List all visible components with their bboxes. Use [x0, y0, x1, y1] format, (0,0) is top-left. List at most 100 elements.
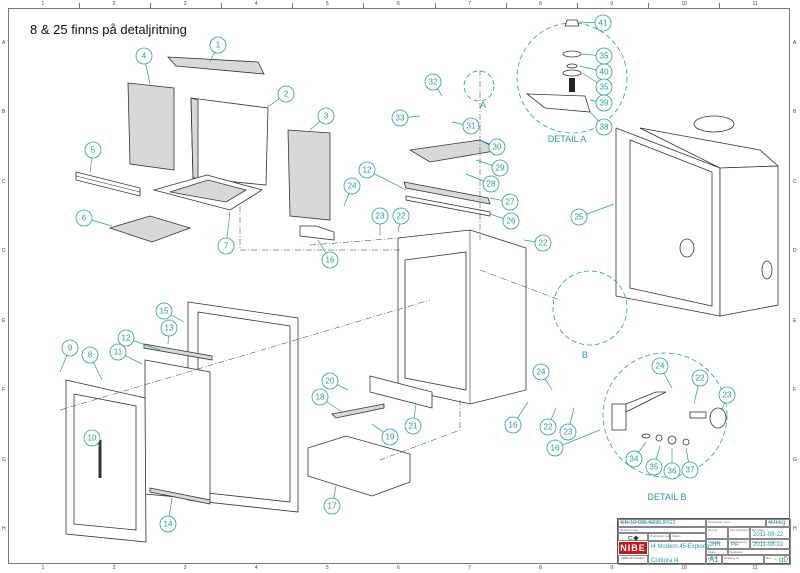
- callout-35: 35: [645, 445, 663, 476]
- drawing-note: 8 & 25 finns på detaljritning: [30, 22, 187, 37]
- callout-balloon: [651, 357, 669, 375]
- column-label-top: 11: [752, 1, 758, 7]
- row-label-right: G: [793, 456, 797, 463]
- callout-12: 12: [117, 329, 161, 351]
- scale-cell: Scale: [706, 549, 728, 555]
- callout-balloon: [371, 207, 389, 225]
- row-label-left: H: [2, 526, 6, 533]
- column-divider-tick: [221, 3, 222, 8]
- callout-11: 11: [109, 343, 143, 365]
- column-label-bottom: 5: [325, 565, 329, 571]
- callout-37: 37: [681, 447, 699, 479]
- callout-number: 29: [496, 164, 505, 173]
- format-value: A1: [709, 555, 719, 564]
- callout-27: 27: [489, 193, 519, 211]
- approved-cell: Approved by PA: [728, 539, 750, 549]
- designer-value: JHR: [709, 542, 721, 548]
- callout-balloon: [462, 117, 480, 135]
- top-baffle-part: [167, 56, 265, 75]
- callout-number: 5: [91, 146, 96, 155]
- column-label-top: 2: [112, 1, 116, 7]
- callout-number: 12: [122, 334, 131, 343]
- column-label-top: 6: [397, 1, 400, 7]
- callout-32: 32: [424, 73, 443, 97]
- callout-balloon: [532, 363, 550, 381]
- callout-balloon: [343, 177, 361, 195]
- title-block: Material Quality/Specification EN 10 025…: [617, 518, 791, 565]
- callout-balloon: [691, 369, 709, 387]
- projection-symbol-icon: ⊂◆: [627, 535, 639, 542]
- glass-part: [144, 359, 211, 501]
- callout-balloon: [117, 329, 135, 347]
- column-divider-tick: [647, 3, 649, 8]
- callout-number: 17: [328, 502, 337, 511]
- callout-18: 18: [311, 388, 343, 413]
- callout-balloon: [504, 416, 522, 434]
- rev-cell: Rev - q0: [764, 555, 791, 565]
- callout-number: 23: [723, 391, 732, 400]
- callout-5: 5: [84, 141, 102, 173]
- door-front-part: [65, 379, 147, 543]
- callout-number: 6: [82, 214, 87, 223]
- callout-balloon: [570, 208, 588, 226]
- callout-29: 29: [475, 159, 509, 177]
- callout-number: 16: [326, 256, 335, 265]
- callout-balloon: [595, 118, 613, 136]
- callout-balloon: [321, 372, 339, 390]
- callout-16: 16: [317, 239, 339, 269]
- callout-number: 38: [600, 123, 609, 132]
- drawn-by-cell: Des by: [706, 527, 728, 539]
- weight-cell: Mass (kg) 0,0 kg: [766, 519, 791, 527]
- detail-a-label: DETAIL A: [548, 134, 587, 144]
- detail-a-marker: A: [480, 100, 486, 110]
- callout-23: 23: [371, 207, 389, 236]
- replaces-cell: Replaces: [728, 549, 791, 555]
- callout-balloon: [534, 234, 552, 252]
- left-side-plate-part: [127, 82, 175, 171]
- callout-number: 16: [551, 444, 560, 453]
- column-label-top: 8: [539, 1, 542, 7]
- callout-20: 20: [321, 372, 349, 391]
- callout-number: 31: [467, 122, 476, 131]
- column-label-bottom: 1: [41, 565, 45, 571]
- column-label-bottom: 6: [397, 565, 400, 571]
- callout-number: 15: [160, 307, 169, 316]
- weight-value: 0,0 kg: [769, 520, 786, 526]
- callout-15: 15: [155, 302, 185, 323]
- callout-balloon: [323, 497, 341, 515]
- seal-strip-bottom: [149, 487, 211, 505]
- column-divider-tick: [434, 3, 436, 8]
- callout-balloon: [681, 461, 699, 479]
- callout-number: 21: [409, 422, 418, 431]
- callout-balloon: [595, 78, 613, 96]
- column-label-bottom: 3: [183, 565, 187, 571]
- callout-number: 4: [142, 52, 147, 61]
- callout-balloon: [317, 107, 335, 125]
- callout-10: 10: [83, 429, 101, 447]
- callout-number: 24: [348, 182, 357, 191]
- detail-b-marker: B: [582, 350, 588, 360]
- column-divider-tick: [150, 3, 151, 8]
- callout-balloon: [321, 251, 339, 269]
- nibe-logo: NIBE: [619, 542, 647, 554]
- callout-number: 26: [507, 217, 516, 226]
- row-label-left: B: [2, 109, 6, 116]
- row-label-left: D: [2, 248, 6, 255]
- callout-22: 22: [392, 207, 410, 233]
- back-plate-part: [190, 97, 269, 186]
- callout-number: 35: [600, 83, 609, 92]
- column-label-bottom: 10: [681, 565, 687, 571]
- callout-19: 19: [371, 423, 399, 446]
- drawing-no-cell: Drawing no: [722, 555, 764, 565]
- status-cell: Status: [670, 533, 706, 541]
- callout-balloon: [83, 429, 101, 447]
- callout-number: 23: [376, 212, 385, 221]
- projection-symbol-cell: ⊂◆: [618, 533, 648, 542]
- callout-balloon: [392, 207, 410, 225]
- callout-balloon: [625, 450, 643, 468]
- callout-balloon: [539, 418, 557, 436]
- approved-value: PA: [731, 542, 739, 548]
- callout-balloon: [559, 423, 577, 441]
- row-label-right: F: [793, 387, 797, 394]
